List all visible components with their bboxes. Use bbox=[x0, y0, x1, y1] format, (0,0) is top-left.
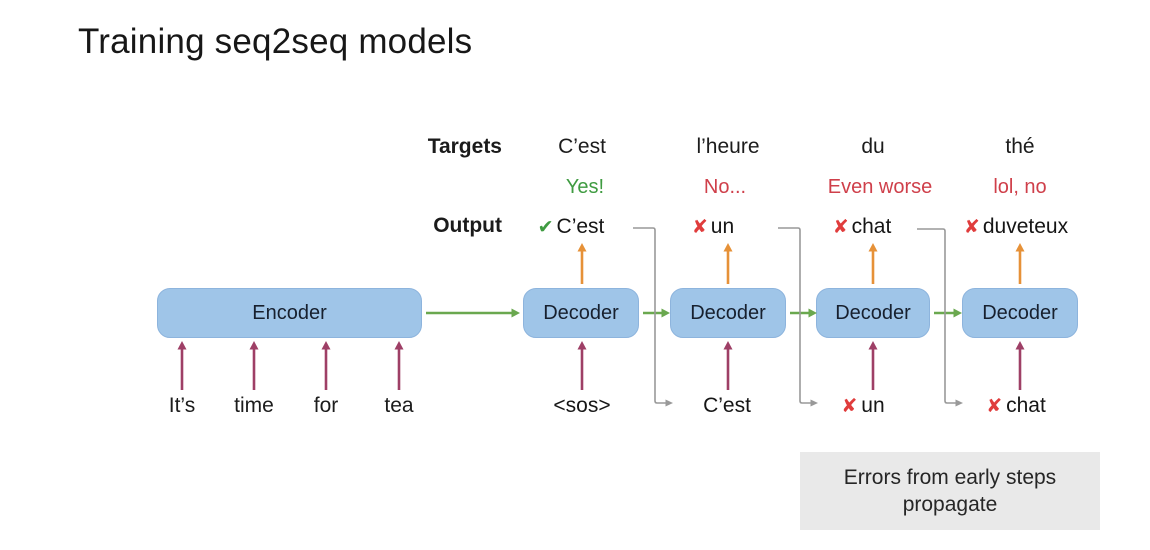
cross-icon: ✘ bbox=[832, 216, 849, 238]
decoder-box-label: Decoder bbox=[543, 301, 619, 324]
decoder-box-3: Decoder bbox=[816, 288, 930, 338]
encoder-input-word-4: tea bbox=[384, 394, 414, 417]
decoder-input-word: <sos> bbox=[553, 394, 611, 417]
decoder-input-3: ✘ un bbox=[841, 394, 884, 418]
feedback-label-1: Yes! bbox=[565, 176, 605, 198]
slide-title: Training seq2seq models bbox=[78, 22, 473, 61]
cross-icon: ✘ bbox=[963, 216, 980, 238]
decoder-box-4: Decoder bbox=[962, 288, 1078, 338]
decoder-output-arrows bbox=[577, 243, 1025, 284]
encoder-box: Encoder bbox=[157, 288, 422, 338]
decoder-box-label: Decoder bbox=[690, 301, 766, 324]
decoder-box-label: Decoder bbox=[835, 301, 911, 324]
note-text: Errors from early steps propagate bbox=[843, 465, 1057, 516]
output-word-3: chat bbox=[851, 215, 892, 238]
encoder-input-arrows bbox=[177, 341, 404, 390]
decoder-input-4: ✘ chat bbox=[986, 394, 1046, 418]
decoder-input-word: un bbox=[861, 394, 885, 417]
encoder-input-word-2: time bbox=[234, 394, 274, 417]
note-box: Errors from early steps propagate bbox=[800, 452, 1100, 530]
check-icon: ✔ bbox=[537, 216, 554, 238]
decoder-input-1: <sos> bbox=[553, 394, 610, 418]
output-item-4: ✘ duveteux bbox=[964, 215, 1068, 239]
decoder-input-word: C’est bbox=[703, 394, 751, 417]
decoder-box-1: Decoder bbox=[523, 288, 639, 338]
target-word-2: l’heure bbox=[696, 135, 760, 158]
decoder-box-2: Decoder bbox=[670, 288, 786, 338]
targets-row-label: Targets bbox=[427, 135, 502, 158]
output-word-4: duveteux bbox=[982, 215, 1069, 238]
decoder-input-word: chat bbox=[1006, 394, 1046, 417]
encoder-input-word-1: It’s bbox=[168, 394, 196, 417]
cross-icon: ✘ bbox=[691, 216, 708, 238]
feedback-label-2: No... bbox=[703, 176, 747, 198]
output-item-1: ✔ C’est bbox=[538, 215, 605, 239]
cross-icon: ✘ bbox=[841, 395, 858, 417]
output-row-label: Output bbox=[433, 214, 502, 237]
feedback-label-4: lol, no bbox=[993, 176, 1047, 198]
target-word-1: C’est bbox=[558, 135, 606, 158]
output-word-1: C’est bbox=[556, 215, 605, 238]
encoder-input-word-3: for bbox=[313, 394, 339, 417]
output-item-2: ✘ un bbox=[692, 215, 734, 239]
output-item-3: ✘ chat bbox=[833, 215, 892, 239]
target-word-3: du bbox=[861, 135, 885, 158]
feedback-label-3: Even worse bbox=[827, 176, 933, 198]
decoder-input-arrows bbox=[577, 341, 1025, 390]
output-word-2: un bbox=[710, 215, 735, 238]
cross-icon: ✘ bbox=[986, 395, 1003, 417]
encoder-box-label: Encoder bbox=[252, 301, 327, 324]
decoder-box-label: Decoder bbox=[982, 301, 1058, 324]
decoder-input-2: C’est bbox=[703, 394, 751, 418]
target-word-4: thé bbox=[1005, 135, 1035, 158]
